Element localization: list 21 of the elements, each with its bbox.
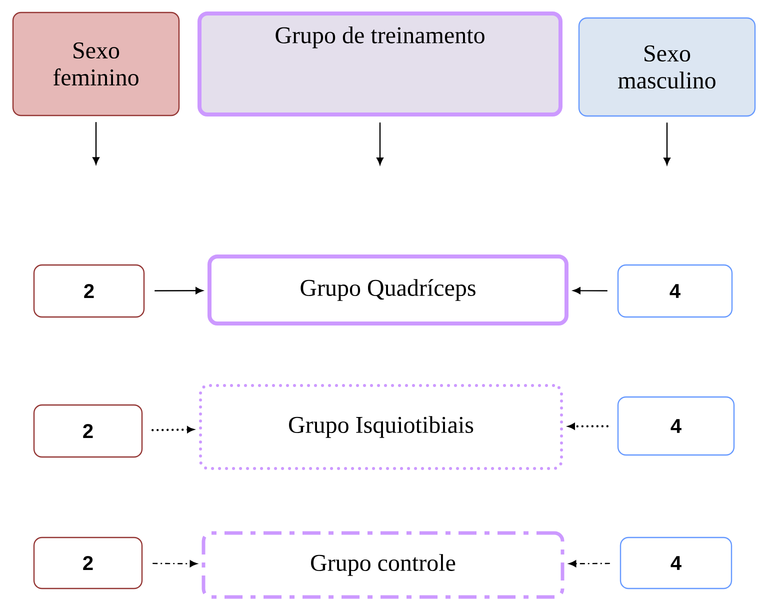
arrow	[573, 287, 608, 294]
sex-box: Sexo feminino	[12, 12, 180, 116]
count-box: 4	[620, 536, 732, 590]
count-box: 4	[617, 396, 735, 456]
sex-box: Sexo masculino	[578, 17, 756, 117]
count-box: 4	[617, 264, 733, 318]
count-box: 2	[33, 264, 145, 318]
arrow	[664, 122, 670, 166]
group-box: Grupo controle	[202, 531, 564, 599]
arrow	[376, 122, 384, 165]
group-box: Grupo Isquiotibiais	[199, 384, 563, 470]
arrow	[92, 122, 100, 165]
group-box: Grupo Quadríceps	[208, 254, 568, 326]
arrow	[154, 287, 203, 294]
arrow	[152, 560, 198, 568]
arrow	[568, 423, 608, 430]
arrow	[568, 560, 610, 568]
arrow	[152, 426, 194, 433]
count-box: 2	[33, 536, 143, 590]
group-box: Grupo de treinamento	[198, 12, 562, 116]
count-box: 2	[33, 404, 143, 458]
